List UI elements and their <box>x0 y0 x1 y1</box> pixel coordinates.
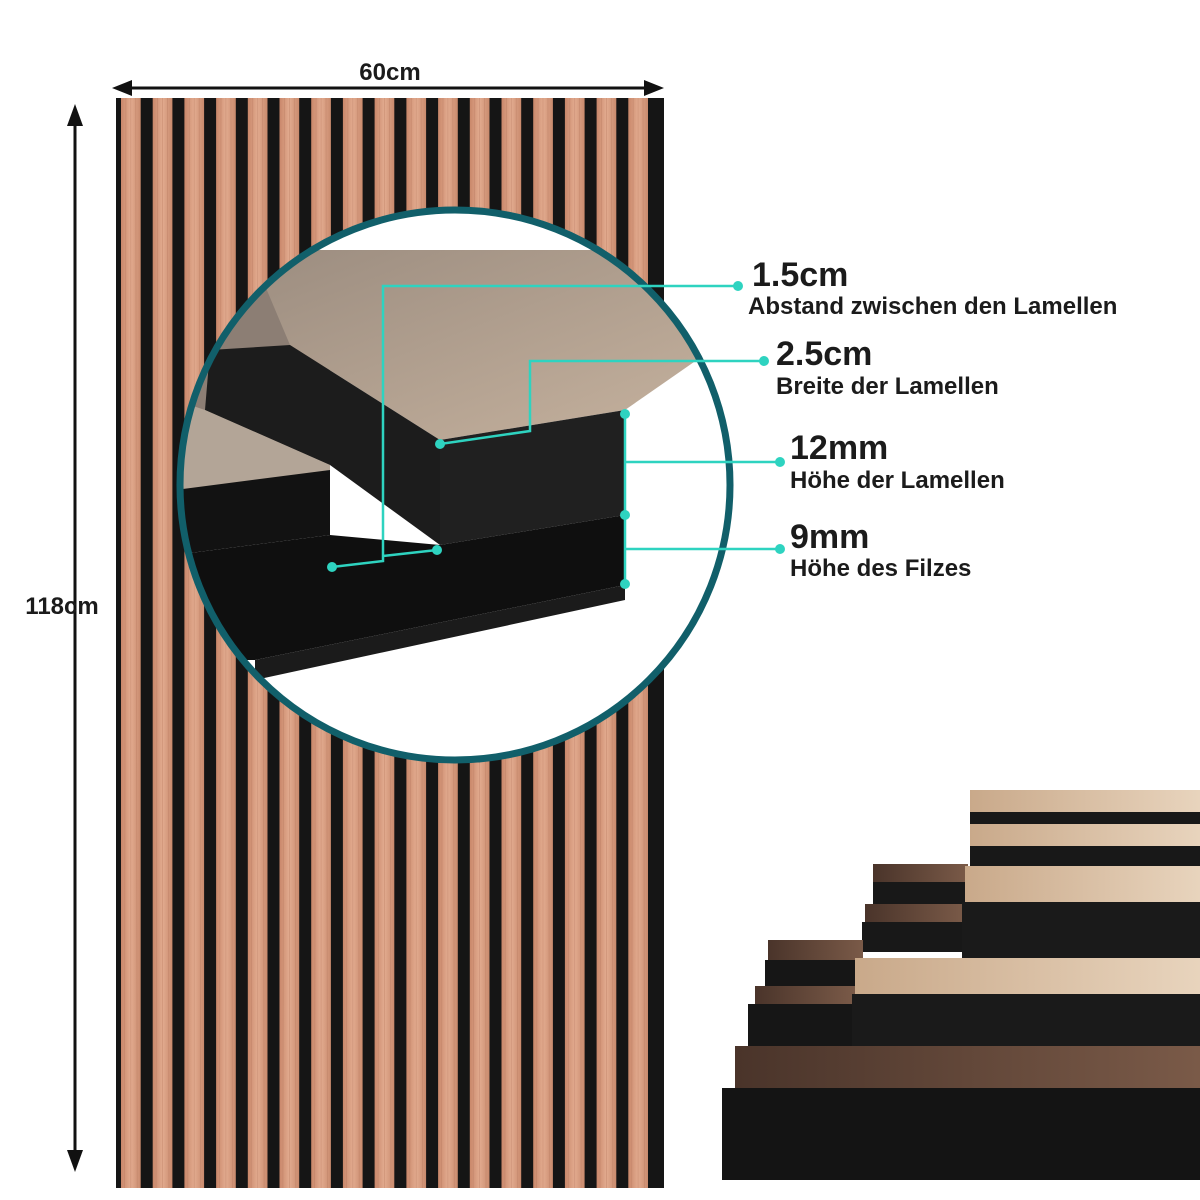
wood-grain <box>219 97 222 1189</box>
height-label: 118cm <box>25 593 98 620</box>
spec-4-label: Höhe des Filzes <box>790 555 971 582</box>
zoom-detail <box>176 206 734 764</box>
wood-grain <box>198 97 202 1189</box>
wood-grain <box>155 97 159 1189</box>
spec-3-label: Höhe der Lamellen <box>790 467 1005 494</box>
spec-2-label: Breite der Lamellen <box>776 373 999 400</box>
stacked-panels-photo <box>722 790 1200 1180</box>
callout-dots <box>327 281 785 589</box>
closeup-image <box>180 210 730 760</box>
spec-4-value: 9mm <box>790 518 869 556</box>
height-dimension: 118cm <box>25 104 99 1172</box>
spec-1-label: Abstand zwischen den Lamellen <box>748 293 1117 320</box>
callout-lines <box>331 284 780 584</box>
wood-grain <box>135 97 138 1189</box>
spec-1-value: 1.5cm <box>752 256 848 294</box>
width-label: 60cm <box>359 59 420 86</box>
wood-grain <box>166 97 170 1189</box>
spec-3-value: 12mm <box>790 429 888 467</box>
wood-grain <box>124 97 127 1189</box>
zoom-circle-ring <box>176 206 734 764</box>
wood-slat <box>152 98 173 1188</box>
spec-list: 1.5cm Abstand zwischen den Lamellen 2.5c… <box>748 256 1117 582</box>
wood-slat <box>121 98 141 1188</box>
spec-2-value: 2.5cm <box>776 335 872 373</box>
wood-grain <box>187 97 190 1189</box>
wood-slat <box>184 98 205 1188</box>
width-dimension: 60cm <box>112 59 664 96</box>
